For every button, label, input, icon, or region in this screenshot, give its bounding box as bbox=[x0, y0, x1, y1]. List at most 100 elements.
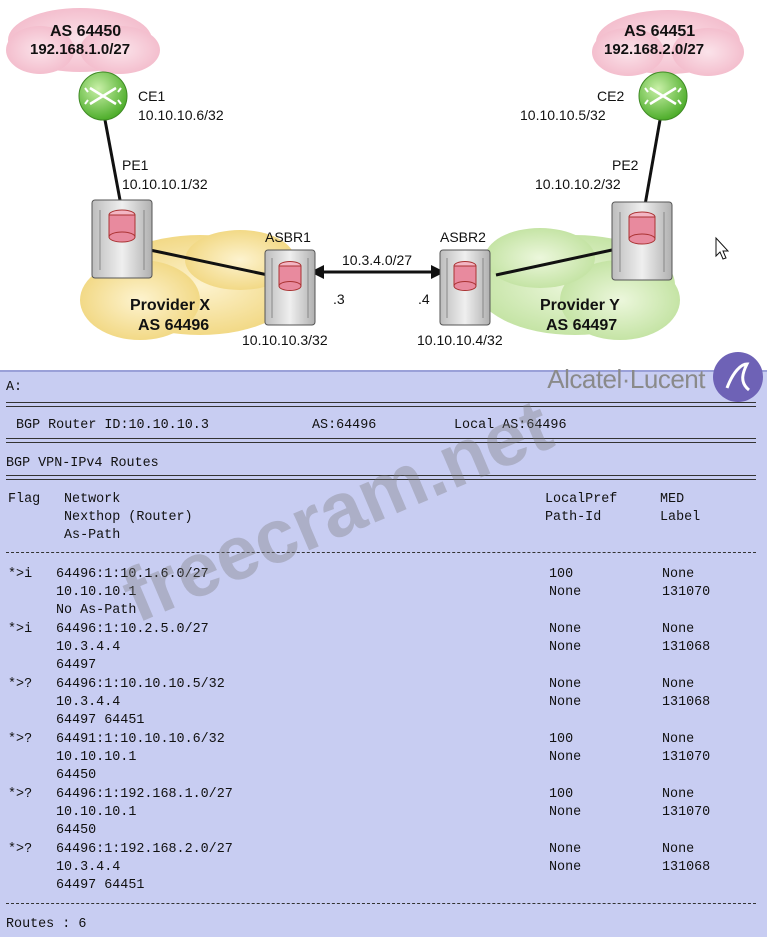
provider-x-as: AS 64496 bbox=[138, 317, 209, 334]
route-aspath: 64497 bbox=[56, 658, 97, 673]
links bbox=[103, 119, 662, 277]
asbr1-ip: 10.10.10.3/32 bbox=[242, 332, 328, 348]
route-med: None bbox=[662, 622, 695, 637]
route-localpref: None bbox=[549, 842, 582, 857]
route-aspath: 64497 64451 bbox=[56, 878, 145, 893]
col-pathid: Path-Id bbox=[545, 510, 602, 525]
alcatel-lucent-mark-icon bbox=[713, 352, 763, 402]
pe2-ip: 10.10.10.2/32 bbox=[535, 176, 621, 192]
route-flag: *>? bbox=[8, 787, 33, 802]
ce2-name: CE2 bbox=[597, 88, 624, 104]
cli-console: A: BGP Router ID:10.10.10.3 AS:64496 Loc… bbox=[0, 370, 767, 937]
route-localpref: 100 bbox=[549, 732, 574, 747]
route-aspath: 64450 bbox=[56, 768, 97, 783]
ce1-name: CE1 bbox=[138, 88, 165, 104]
route-label: 131068 bbox=[662, 695, 711, 710]
asbr2-ip: 10.10.10.4/32 bbox=[417, 332, 503, 348]
mouse-pointer-icon bbox=[715, 236, 730, 260]
route-localpref: 100 bbox=[549, 567, 574, 582]
route-network: 64496:1:10.10.10.5/32 bbox=[56, 677, 225, 692]
router-id: BGP Router ID:10.10.10.3 bbox=[16, 418, 209, 433]
link-asbr1-asbr2 bbox=[310, 265, 445, 279]
as64450-prefix: 192.168.1.0/27 bbox=[30, 41, 130, 58]
route-nexthop: 10.10.10.1 bbox=[56, 750, 137, 765]
provider-y-as: AS 64497 bbox=[546, 317, 617, 334]
separator bbox=[6, 438, 756, 443]
route-aspath: 64497 64451 bbox=[56, 713, 145, 728]
asbr2-name: ASBR2 bbox=[440, 229, 486, 245]
link-subnet: 10.3.4.0/27 bbox=[342, 252, 412, 268]
asbr1-interface: .3 bbox=[333, 291, 345, 307]
as64451-name: AS 64451 bbox=[624, 23, 695, 40]
prompt: A: bbox=[6, 380, 23, 395]
pe1-router-icon bbox=[91, 199, 153, 279]
ce2-ip: 10.10.10.5/32 bbox=[520, 107, 606, 123]
pe2-name: PE2 bbox=[612, 157, 639, 173]
route-network: 64496:1:192.168.1.0/27 bbox=[56, 787, 233, 802]
route-flag: *>i bbox=[8, 622, 33, 637]
route-med: None bbox=[662, 567, 695, 582]
col-med: MED bbox=[660, 492, 685, 507]
asbr2-router-icon bbox=[439, 249, 491, 326]
route-med: None bbox=[662, 787, 695, 802]
asbr2-interface: .4 bbox=[418, 291, 430, 307]
local-as: Local AS:64496 bbox=[454, 418, 567, 433]
col-localpref: LocalPref bbox=[545, 492, 618, 507]
route-aspath: No As-Path bbox=[56, 603, 137, 618]
as64451-prefix: 192.168.2.0/27 bbox=[604, 41, 704, 58]
cloud-provider-x bbox=[80, 230, 300, 340]
route-pathid: None bbox=[549, 805, 582, 820]
route-localpref: 100 bbox=[549, 787, 574, 802]
route-flag: *>i bbox=[8, 567, 33, 582]
router-as: AS:64496 bbox=[312, 418, 377, 433]
col-network: Network bbox=[64, 492, 121, 507]
route-flag: *>? bbox=[8, 677, 33, 692]
section-title: BGP VPN-IPv4 Routes bbox=[6, 456, 159, 471]
route-pathid: None bbox=[549, 585, 582, 600]
asbr1-name: ASBR1 bbox=[265, 229, 311, 245]
route-localpref: None bbox=[549, 622, 582, 637]
as64450-name: AS 64450 bbox=[50, 23, 121, 40]
alcatel-lucent-logo: Alcatel·Lucent bbox=[497, 350, 767, 406]
col-flag: Flag bbox=[8, 492, 41, 507]
route-aspath: 64450 bbox=[56, 823, 97, 838]
route-label: 131068 bbox=[662, 640, 711, 655]
route-network: 64496:1:10.2.5.0/27 bbox=[56, 622, 209, 637]
ce1-router-icon bbox=[78, 71, 128, 121]
asbr1-router-icon bbox=[264, 249, 316, 326]
routes-count: Routes : 6 bbox=[6, 917, 87, 932]
ce1-ip: 10.10.10.6/32 bbox=[138, 107, 224, 123]
separator bbox=[6, 402, 756, 407]
col-label: Label bbox=[660, 510, 701, 525]
route-network: 64496:1:10.1.6.0/27 bbox=[56, 567, 209, 582]
route-pathid: None bbox=[549, 640, 582, 655]
col-nexthop: Nexthop (Router) bbox=[64, 510, 193, 525]
route-label: 131068 bbox=[662, 860, 711, 875]
route-localpref: None bbox=[549, 677, 582, 692]
cloud-as64451 bbox=[592, 10, 744, 76]
route-flag: *>? bbox=[8, 842, 33, 857]
pe2-router-icon bbox=[611, 201, 673, 281]
route-pathid: None bbox=[549, 695, 582, 710]
provider-y-name: Provider Y bbox=[540, 297, 620, 314]
col-aspath: As-Path bbox=[64, 528, 121, 543]
pe1-name: PE1 bbox=[122, 157, 149, 173]
route-label: 131070 bbox=[662, 805, 711, 820]
ce2-router-icon bbox=[638, 71, 688, 121]
separator bbox=[6, 475, 756, 480]
separator bbox=[6, 903, 756, 904]
separator bbox=[6, 552, 756, 553]
provider-x-name: Provider X bbox=[130, 297, 210, 314]
route-flag: *>? bbox=[8, 732, 33, 747]
route-pathid: None bbox=[549, 860, 582, 875]
route-network: 64491:1:10.10.10.6/32 bbox=[56, 732, 225, 747]
route-med: None bbox=[662, 842, 695, 857]
route-med: None bbox=[662, 677, 695, 692]
route-nexthop: 10.3.4.4 bbox=[56, 860, 121, 875]
network-diagram: AS 64450 192.168.1.0/27 AS 64451 192.168… bbox=[0, 0, 767, 370]
route-label: 131070 bbox=[662, 750, 711, 765]
route-pathid: None bbox=[549, 750, 582, 765]
pe1-ip: 10.10.10.1/32 bbox=[122, 176, 208, 192]
route-nexthop: 10.10.10.1 bbox=[56, 805, 137, 820]
cloud-as64450 bbox=[6, 8, 160, 74]
